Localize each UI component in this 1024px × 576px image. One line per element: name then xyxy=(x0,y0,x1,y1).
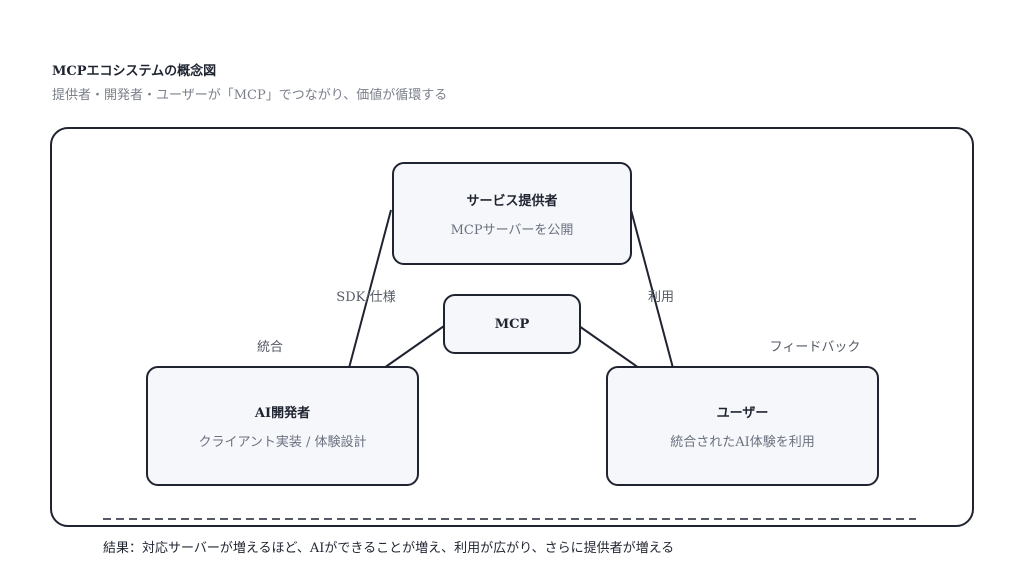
node-service-provider: サービス提供者 MCPサーバーを公開 xyxy=(392,162,632,265)
edge-provider-developer xyxy=(348,209,392,369)
node-title: ユーザー xyxy=(716,406,769,421)
node-title: サービス提供者 xyxy=(466,193,558,209)
node-mcp: MCP xyxy=(443,294,581,354)
node-title: AI開発者 xyxy=(254,406,311,421)
diagram-subtitle: 提供者・開発者・ユーザーが「MCP」でつながり、価値が循環する xyxy=(52,88,448,103)
diagram-title: MCPエコシステムの概念図 xyxy=(52,64,217,79)
edge-mcp-user xyxy=(578,325,640,369)
edge-label-feedback: フィードバック xyxy=(769,340,861,355)
ecosystem-frame xyxy=(50,127,974,527)
edge-mcp-developer xyxy=(383,325,445,369)
result-note: 結果：対応サーバーが増えるほど、AIができることが増え、利用が広がり、さらに提供… xyxy=(103,541,675,556)
node-title: MCP xyxy=(494,316,530,332)
node-subtitle: クライアント実装 / 体験設計 xyxy=(198,435,367,450)
edge-label-sdk: SDK/仕様 xyxy=(336,290,396,305)
node-user: ユーザー 統合されたAI体験を利用 xyxy=(606,366,879,486)
node-subtitle: 統合されたAI体験を利用 xyxy=(670,435,815,450)
node-ai-developer: AI開発者 クライアント実装 / 体験設計 xyxy=(146,366,419,486)
node-subtitle: MCPサーバーを公開 xyxy=(450,222,574,238)
edge-label-integrate: 統合 xyxy=(256,340,284,355)
edge-label-use: 利用 xyxy=(647,290,675,305)
edge-provider-user xyxy=(630,209,674,369)
